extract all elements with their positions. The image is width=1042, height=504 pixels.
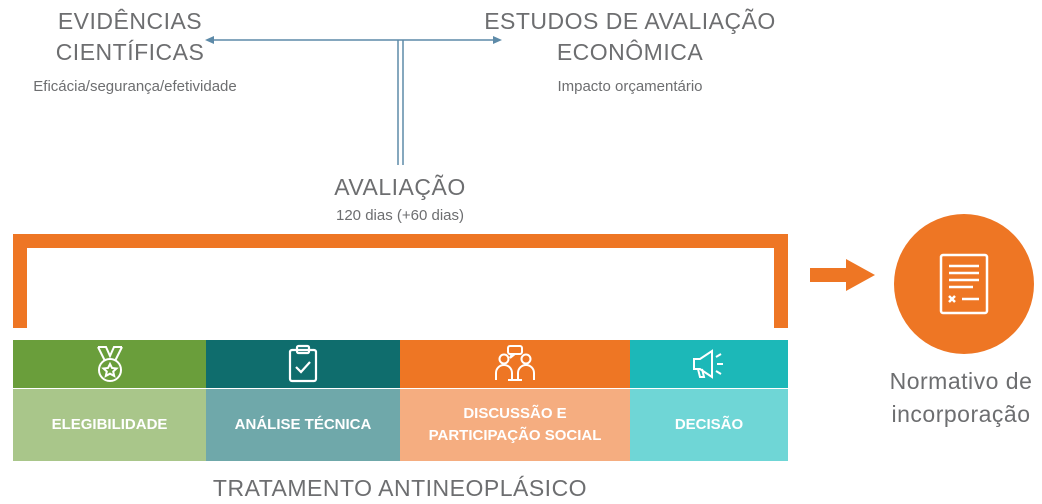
stage-discussion-label-line1: DISCUSSÃO E [463, 405, 567, 422]
economic-studies-title-line2: ECONÔMICA [556, 39, 704, 65]
clipboard-check-icon [288, 344, 318, 383]
arrow-left-icon [205, 36, 214, 44]
stage-technical-analysis-label: ANÁLISE TÉCNICA [234, 416, 372, 433]
stage-discussion: DISCUSSÃO E PARTICIPAÇÃO SOCIAL [400, 389, 630, 461]
stage-decision-icon-box [630, 340, 788, 388]
scientific-evidence-title-line2: CIENTÍFICAS [55, 39, 205, 65]
scientific-evidence-subtitle: Eficácia/segurança/efetividade [33, 78, 237, 95]
stage-discussion-icon-box [400, 340, 630, 388]
treatment-title: TRATAMENTO ANTINEOPLÁSICO [212, 475, 588, 501]
evaluation-title: AVALIAÇÃO [334, 174, 466, 200]
stage-decision-label: DECISÃO [674, 416, 744, 433]
document-icon [939, 253, 989, 315]
scientific-evidence-title: EVIDÊNCIAS CIENTÍFICAS [30, 6, 230, 68]
arrow-right-icon [493, 36, 502, 44]
economic-studies-title: ESTUDOS DE AVALIAÇÃO ECONÔMICA [470, 6, 790, 68]
discussion-people-icon [495, 345, 535, 381]
scientific-evidence-title-line1: EVIDÊNCIAS [57, 8, 203, 34]
result-label: Normativo de incorporação [866, 365, 1042, 431]
big-arrow-right-icon [810, 259, 875, 291]
evaluation-bracket [13, 234, 788, 328]
stage-eligibility-label: ELEGIBILIDADE [51, 416, 168, 433]
megaphone-icon [693, 349, 723, 379]
stage-technical-analysis: ANÁLISE TÉCNICA [206, 389, 400, 461]
stage-decision: DECISÃO [630, 389, 788, 461]
economic-studies-subtitle: Impacto orçamentário [557, 78, 703, 95]
result-label-line2: incorporação [891, 401, 1031, 427]
stage-eligibility-icon-box [13, 340, 206, 388]
stage-eligibility: ELEGIBILIDADE [13, 389, 206, 461]
result-circle [894, 214, 1034, 354]
result-label-line1: Normativo de [889, 368, 1033, 394]
stage-technical-analysis-icon-box [206, 340, 400, 388]
stage-discussion-label-line2: PARTICIPAÇÃO SOCIAL [428, 427, 602, 444]
evaluation-duration: 120 dias (+60 dias) [336, 207, 464, 224]
medal-icon [96, 346, 123, 382]
economic-studies-title-line1: ESTUDOS DE AVALIAÇÃO [484, 8, 776, 34]
